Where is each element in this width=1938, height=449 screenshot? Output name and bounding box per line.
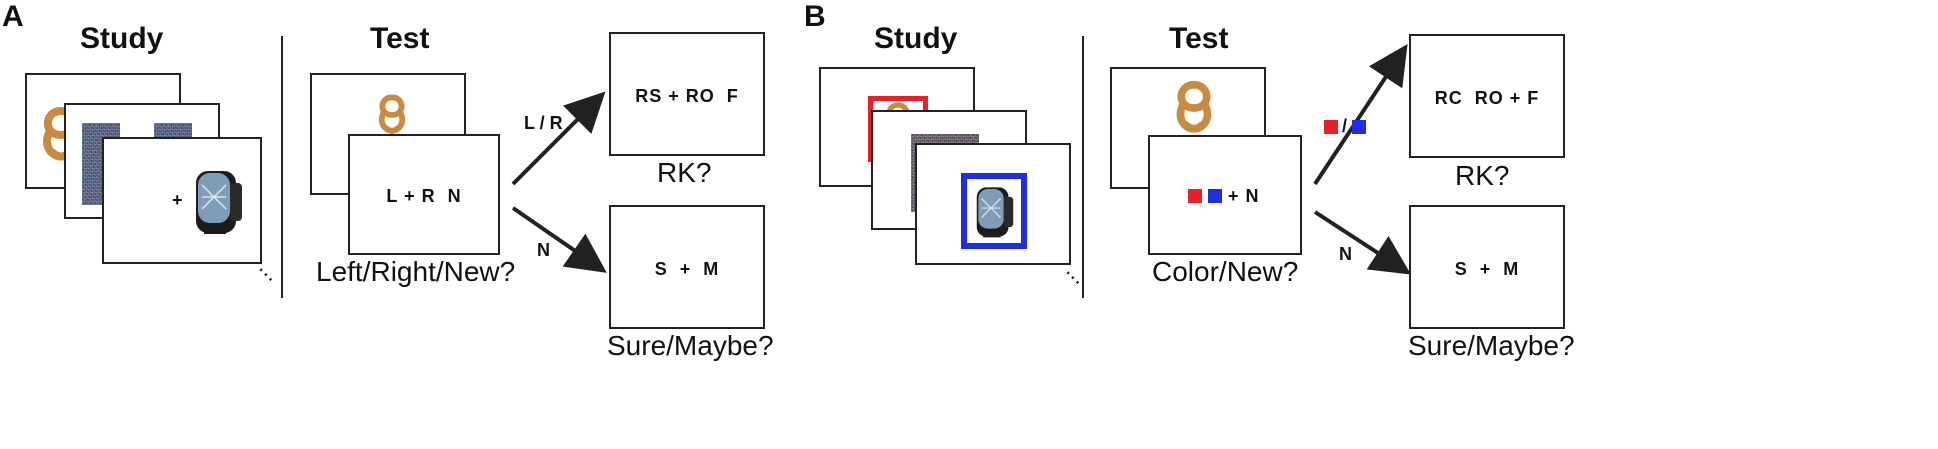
arrow-new-label: N xyxy=(1339,244,1352,264)
arrow-new-label: N xyxy=(537,240,550,260)
old-response-stimulus: RC RO + F xyxy=(1434,88,1540,108)
backpack-image xyxy=(196,171,242,234)
panel-a-new-response-screen: S + M xyxy=(609,205,765,329)
backpack-image xyxy=(976,187,1014,238)
arrow-old-label: L / R xyxy=(524,113,563,133)
panel-b-test-heading: Test xyxy=(1169,22,1229,55)
arrow-red-square xyxy=(1324,120,1338,134)
panel-a-old-response-question: RK? xyxy=(657,157,712,188)
panel-a-divider xyxy=(281,36,283,298)
panel-b-test-question: Color/New? xyxy=(1152,256,1299,287)
panel-b-new-response-question: Sure/Maybe? xyxy=(1408,330,1575,361)
panel-b-study-screen-3 xyxy=(915,143,1071,265)
pretzel-image xyxy=(1176,80,1212,133)
fixation-cross: + xyxy=(172,190,184,210)
panel-b-ellipsis: ⋯ xyxy=(1057,263,1088,293)
arrow-old-label: / xyxy=(1342,116,1348,136)
panel-a-arrows xyxy=(511,91,607,273)
panel-b-old-response-screen: RC RO + F xyxy=(1409,34,1565,158)
panel-a-old-response-screen: RS + RO F xyxy=(609,32,765,156)
panel-b-study-heading: Study xyxy=(874,22,958,55)
panel-b-new-response-screen: S + M xyxy=(1409,205,1565,329)
red-square xyxy=(1188,189,1202,203)
new-response-stimulus: S + M xyxy=(654,259,720,279)
blue-square xyxy=(1208,189,1222,203)
panel-b-test-screen: + N xyxy=(1148,135,1302,255)
panel-b-arrows xyxy=(1313,43,1412,275)
panel-a-new-response-question: Sure/Maybe? xyxy=(607,330,774,361)
arrow-blue-square xyxy=(1352,120,1366,134)
panel-b-label: B xyxy=(804,0,826,33)
new-response-stimulus: S + M xyxy=(1454,259,1520,279)
panel-a-study-screen-3: + xyxy=(102,137,262,264)
panel-a-test-heading: Test xyxy=(370,22,430,55)
old-response-stimulus: RS + RO F xyxy=(635,86,739,106)
arrow-to-new-response xyxy=(511,206,607,273)
test-stimulus: L + R N xyxy=(386,186,462,206)
panel-a-test-question: Left/Right/New? xyxy=(316,256,516,287)
panel-a-label: A xyxy=(2,0,24,33)
panel-a-study-heading: Study xyxy=(80,22,164,55)
test-stimulus: + N xyxy=(1228,186,1260,206)
arrow-to-old-response xyxy=(1313,43,1408,186)
pretzel-image xyxy=(378,94,406,134)
panel-b-divider xyxy=(1082,36,1084,298)
arrow-to-old-response xyxy=(511,91,606,186)
panel-a-test-screen: L + R N xyxy=(348,134,500,255)
panel-b-old-response-question: RK? xyxy=(1455,160,1510,191)
blue-frame xyxy=(961,173,1027,249)
arrow-to-new-response xyxy=(1313,210,1412,275)
